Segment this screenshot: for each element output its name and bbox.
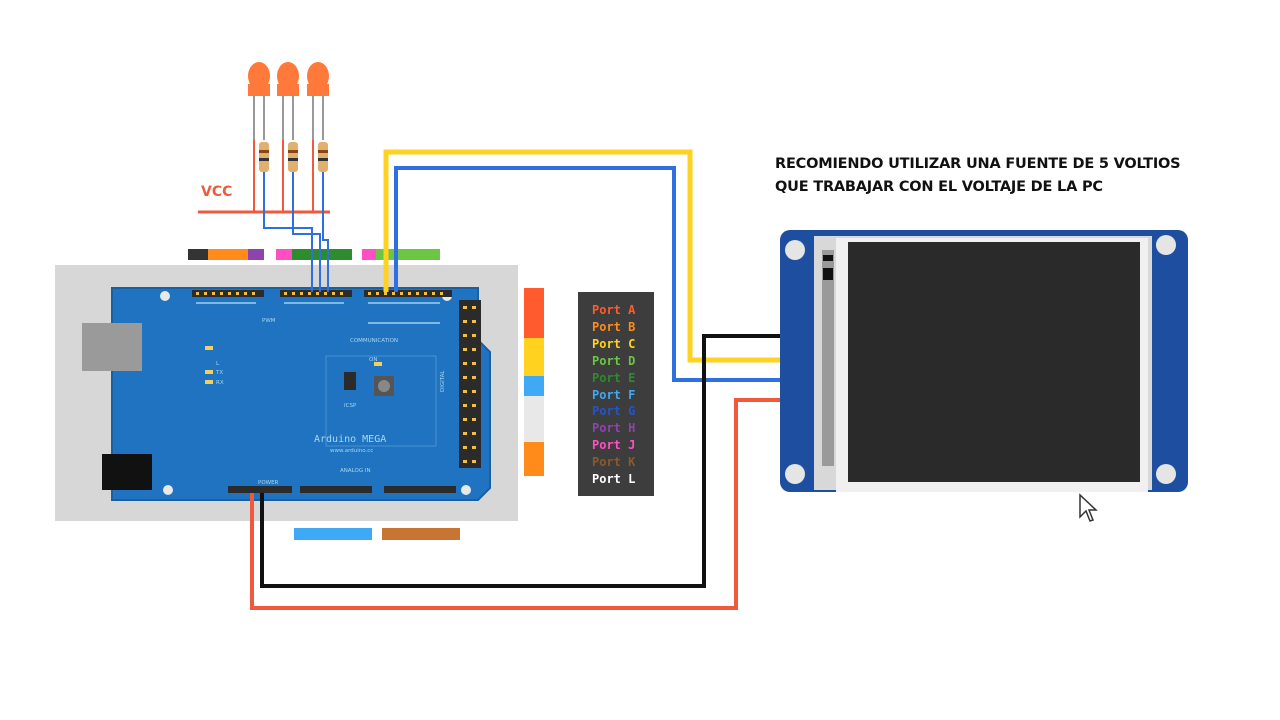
pin-color-strip-bottom-blue xyxy=(294,528,372,540)
black-wire xyxy=(260,334,782,588)
port-label: Port B xyxy=(592,319,636,334)
communication-label: COMMUNICATION xyxy=(350,338,398,344)
port-label: Port L xyxy=(592,472,636,487)
blue-wire xyxy=(394,166,782,382)
resistor xyxy=(259,142,269,172)
display-module xyxy=(780,230,1188,492)
port-label: Port C xyxy=(592,336,636,351)
port-legend: Port A Port B Port C Port D Port E Port F Port… xyxy=(578,292,654,496)
rx-label: RX xyxy=(216,380,224,386)
note-line-2: QUE TRABAJAR CON EL VOLTAJE DE LA PC xyxy=(775,179,1103,195)
port-label: Port E xyxy=(592,370,636,385)
port-label: Port G xyxy=(592,404,636,419)
port-label: Port K xyxy=(592,455,636,470)
port-label: Port J xyxy=(592,438,636,453)
l-label: L xyxy=(216,361,220,367)
led-group xyxy=(248,62,329,172)
board-url: www.arduino.cc xyxy=(330,448,373,454)
port-label: Port A xyxy=(592,303,636,317)
pin-color-strip-bottom-brown xyxy=(382,528,460,540)
mount-hole xyxy=(785,464,805,484)
mouse-cursor-icon xyxy=(1079,493,1098,522)
recommendation-note: RECOMIENDO UTILIZAR UNA FUENTE DE 5 VOLT… xyxy=(775,153,1235,199)
icsp-label: ICSP xyxy=(344,403,357,409)
pin-color-strip-right xyxy=(524,288,544,476)
analog-in-label: ANALOG IN xyxy=(340,468,371,474)
pwm-label: PWM xyxy=(262,318,276,324)
pin-color-strips-top xyxy=(188,249,440,260)
yellow-wire xyxy=(383,149,782,363)
port-label: Port D xyxy=(592,353,636,368)
arduino-mega-board: PWM COMMUNICATION ON ICSP L TX RX Arduin… xyxy=(82,287,491,501)
resistor xyxy=(288,142,298,172)
usb-connector xyxy=(82,323,142,371)
display-screen xyxy=(848,242,1140,482)
led xyxy=(277,62,299,96)
red-wire xyxy=(250,398,782,610)
note-line-1: RECOMIENDO UTILIZAR UNA FUENTE DE 5 VOLT… xyxy=(775,156,1181,172)
mount-hole xyxy=(1156,235,1176,255)
on-label: ON xyxy=(369,357,377,363)
vcc-label: VCC xyxy=(201,184,233,200)
led-signal-wires xyxy=(263,172,329,292)
mount-hole xyxy=(1156,464,1176,484)
port-label: Port H xyxy=(592,421,636,436)
tx-label: TX xyxy=(215,370,223,376)
digital-label: DIGITAL xyxy=(440,370,446,392)
board-name: Arduino MEGA xyxy=(314,434,386,445)
power-label: POWER xyxy=(258,480,279,486)
resistor xyxy=(318,142,328,172)
mount-hole xyxy=(785,240,805,260)
port-label: Port F xyxy=(592,387,636,402)
power-jack xyxy=(102,454,152,490)
led xyxy=(307,62,329,96)
led xyxy=(248,62,270,96)
